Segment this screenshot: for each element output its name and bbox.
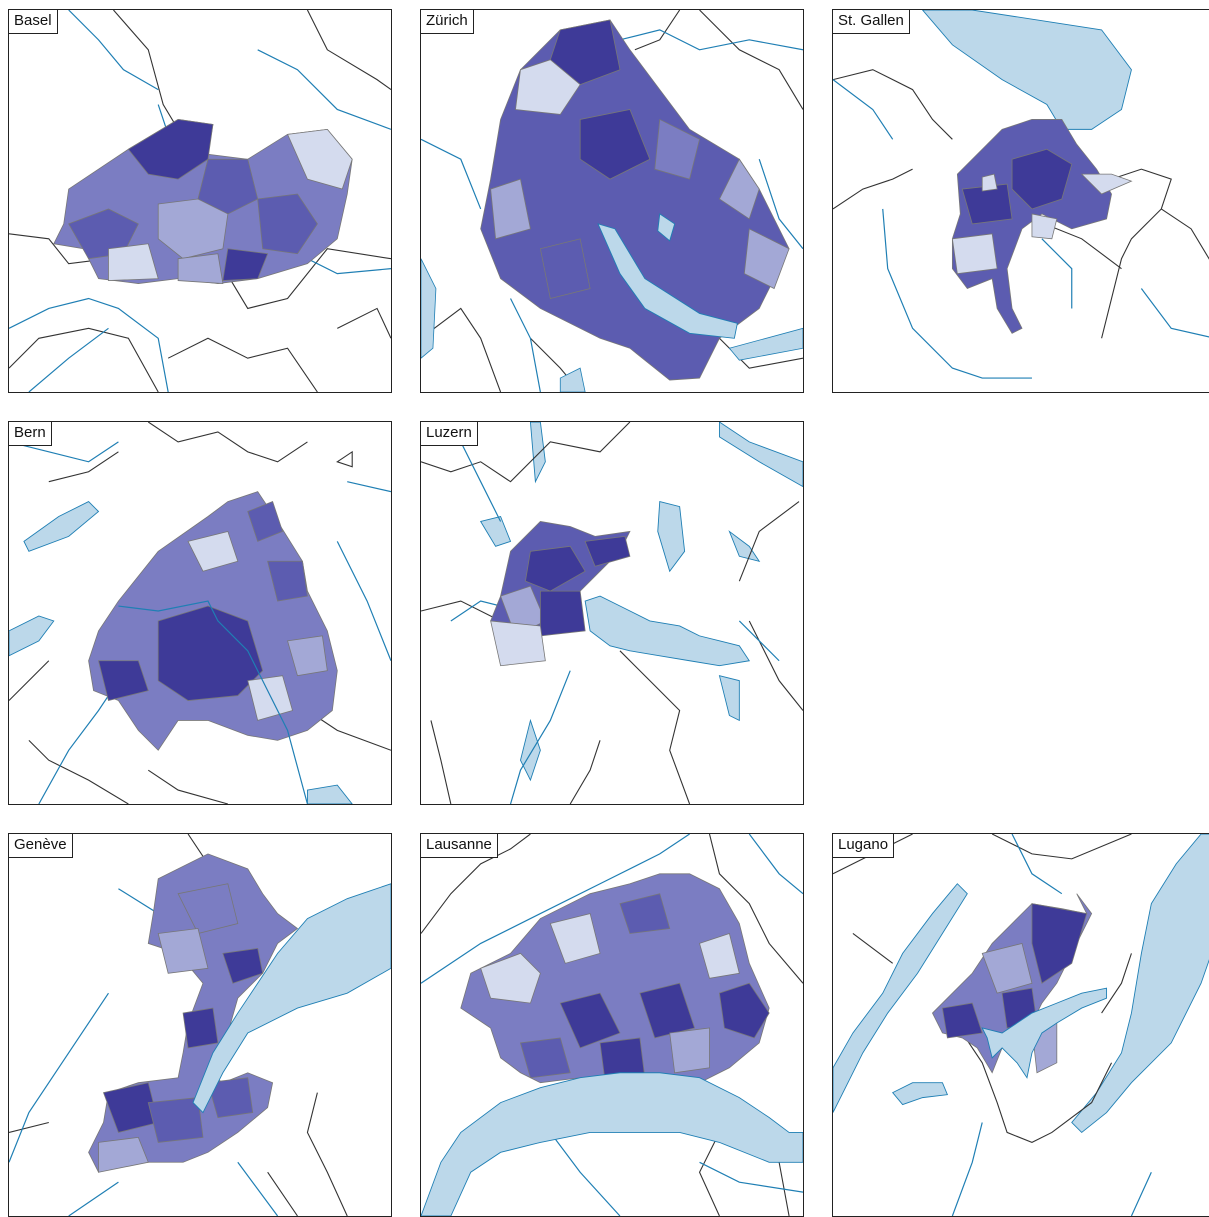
choropleth <box>490 521 631 667</box>
borders <box>9 10 391 392</box>
lake-geneva <box>192 883 391 1114</box>
rivers <box>421 29 803 392</box>
map-bern <box>9 422 391 804</box>
panel-label: Bern <box>9 422 52 446</box>
choropleth <box>951 119 1133 334</box>
rivers <box>9 441 391 804</box>
lake-constance <box>921 10 1132 130</box>
aare-river <box>118 600 309 804</box>
rivers <box>951 834 1152 1216</box>
borders <box>833 69 1209 339</box>
borders <box>421 834 803 1216</box>
map-lausanne <box>421 834 803 1216</box>
lakes <box>9 501 353 804</box>
rivers <box>450 441 780 804</box>
lake-geneva <box>421 1072 803 1216</box>
borders <box>421 10 803 392</box>
map-panel-luzern: Luzern <box>420 421 804 805</box>
lakes <box>421 258 803 392</box>
map-lugano <box>833 834 1209 1216</box>
choropleth <box>88 491 338 751</box>
map-basel <box>9 10 391 392</box>
map-zurich <box>421 10 803 392</box>
panel-label: Genève <box>9 834 73 858</box>
map-panel-stgallen: St. Gallen <box>832 9 1209 393</box>
borders <box>421 422 803 804</box>
map-panel-geneve: Genève <box>8 833 392 1217</box>
panel-label: Lugano <box>833 834 895 858</box>
choropleth <box>460 873 770 1089</box>
borders <box>9 422 391 804</box>
lake-zurich <box>597 213 738 339</box>
choropleth <box>88 853 299 1173</box>
lakes <box>479 422 803 782</box>
map-panel-basel: Basel <box>8 9 392 393</box>
panel-label: Luzern <box>421 422 478 446</box>
rivers <box>833 79 1209 379</box>
map-panel-bern: Bern <box>8 421 392 805</box>
lake-lucerne <box>584 595 751 667</box>
map-stgallen <box>833 10 1209 379</box>
lakes <box>833 834 1209 1134</box>
map-panel-lausanne: Lausanne <box>420 833 804 1217</box>
panel-label: Basel <box>9 10 58 34</box>
map-luzern <box>421 422 803 804</box>
map-panel-lugano: Lugano <box>832 833 1209 1217</box>
panel-label: St. Gallen <box>833 10 910 34</box>
choropleth <box>53 119 353 284</box>
choropleth <box>480 19 790 381</box>
panel-label: Zürich <box>421 10 474 34</box>
map-geneve <box>9 834 391 1216</box>
map-panel-zurich: Zürich <box>420 9 804 393</box>
choropleth <box>931 893 1093 1074</box>
lake-lugano <box>981 987 1108 1079</box>
panel-label: Lausanne <box>421 834 498 858</box>
